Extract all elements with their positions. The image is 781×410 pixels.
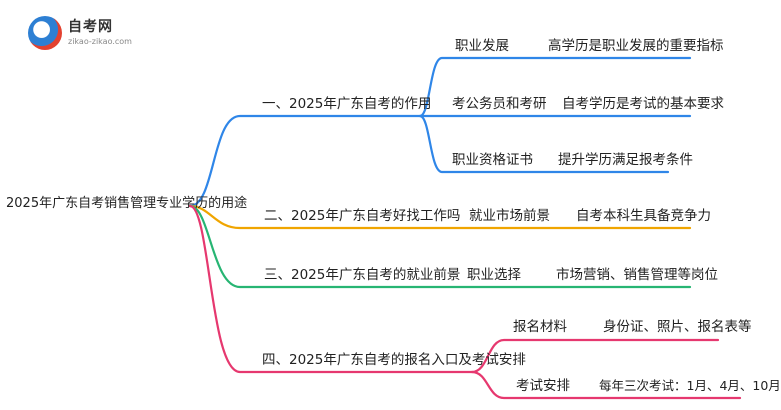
branch-1-child-1-label: 职业发展 <box>455 38 509 54</box>
branch-4-title: 四、2025年广东自考的报名入口及考试安排 <box>262 352 526 368</box>
logo-name: 自考网 <box>68 19 113 35</box>
logo-url: zikao-zikao.com <box>68 37 132 46</box>
branch-1-child-1-detail: 高学历是职业发展的重要指标 <box>548 38 724 54</box>
branch-1-child-3-label: 职业资格证书 <box>452 152 533 168</box>
logo: 自考网 zikao-zikao.com <box>28 14 138 54</box>
root-node: 2025年广东自考销售管理专业学历的用途 <box>6 196 248 211</box>
branch-4-child-1-detail: 身份证、照片、报名表等 <box>603 319 752 335</box>
connector-root-branch-1 <box>188 114 422 208</box>
logo-mark-icon <box>28 16 62 50</box>
connector-root-branch-2 <box>188 204 692 230</box>
branch-2-child-1-detail: 自考本科生具备竞争力 <box>576 208 711 224</box>
connector-branch-4-child-1 <box>470 338 720 374</box>
connector-root-branch-4 <box>188 204 474 374</box>
mindmap-connectors <box>188 56 742 400</box>
branch-3-title: 三、2025年广东自考的就业前景 <box>264 267 461 283</box>
branch-4-child-2-detail: 每年三次考试：1月、4月、10月 <box>599 378 781 393</box>
branch-1-title: 一、2025年广东自考的作用 <box>262 96 432 112</box>
connector-branch-4-child-2 <box>470 370 742 400</box>
branch-1-child-2-label: 考公务员和考研 <box>452 96 547 112</box>
connector-branch-1-child-1 <box>418 56 692 118</box>
branch-2-child-1-label: 就业市场前景 <box>469 208 550 224</box>
branch-1-child-2-detail: 自考学历是考试的基本要求 <box>562 96 724 112</box>
branch-1-child-3-detail: 提升学历满足报考条件 <box>558 152 693 168</box>
branch-4-child-1-label: 报名材料 <box>513 319 567 335</box>
branch-2-title: 二、2025年广东自考好找工作吗 <box>264 208 461 224</box>
branch-3-child-1-label: 职业选择 <box>467 267 521 283</box>
connector-branch-1-child-3 <box>418 114 670 174</box>
branch-4-child-2-label: 考试安排 <box>516 378 570 394</box>
branch-3-child-1-detail: 市场营销、销售管理等岗位 <box>556 267 718 283</box>
connector-root-branch-3 <box>188 204 692 289</box>
